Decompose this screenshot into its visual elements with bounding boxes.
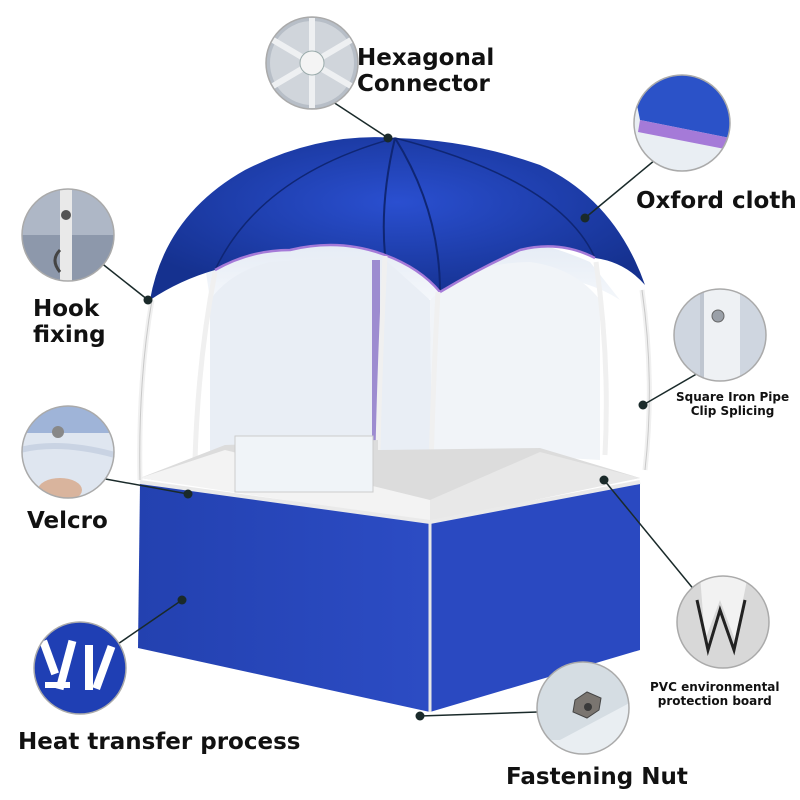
label-fastening-nut: Fastening Nut xyxy=(506,764,688,790)
canopy xyxy=(150,137,645,300)
hexagon-connector-photo xyxy=(265,16,359,110)
label-velcro: Velcro xyxy=(27,508,108,534)
square-pipe-photo xyxy=(673,288,767,382)
velcro-photo xyxy=(21,405,115,499)
hook-photo xyxy=(21,188,115,282)
callout-lines xyxy=(99,99,701,717)
nut-photo xyxy=(536,661,630,755)
kiosk xyxy=(137,137,652,712)
oxford-cloth-swatch xyxy=(633,74,731,172)
heat-transfer-photo xyxy=(33,621,127,715)
wall-left xyxy=(138,482,430,712)
label-heat-transfer: Heat transfer process xyxy=(18,729,301,755)
inner-board xyxy=(234,435,374,493)
pvc-board-photo xyxy=(676,575,770,669)
back-panel-right xyxy=(430,262,600,460)
wall-right xyxy=(430,482,640,712)
callout-dots xyxy=(143,133,648,721)
label-oxford-cloth: Oxford cloth xyxy=(636,188,797,214)
canopy-trim xyxy=(214,243,596,294)
